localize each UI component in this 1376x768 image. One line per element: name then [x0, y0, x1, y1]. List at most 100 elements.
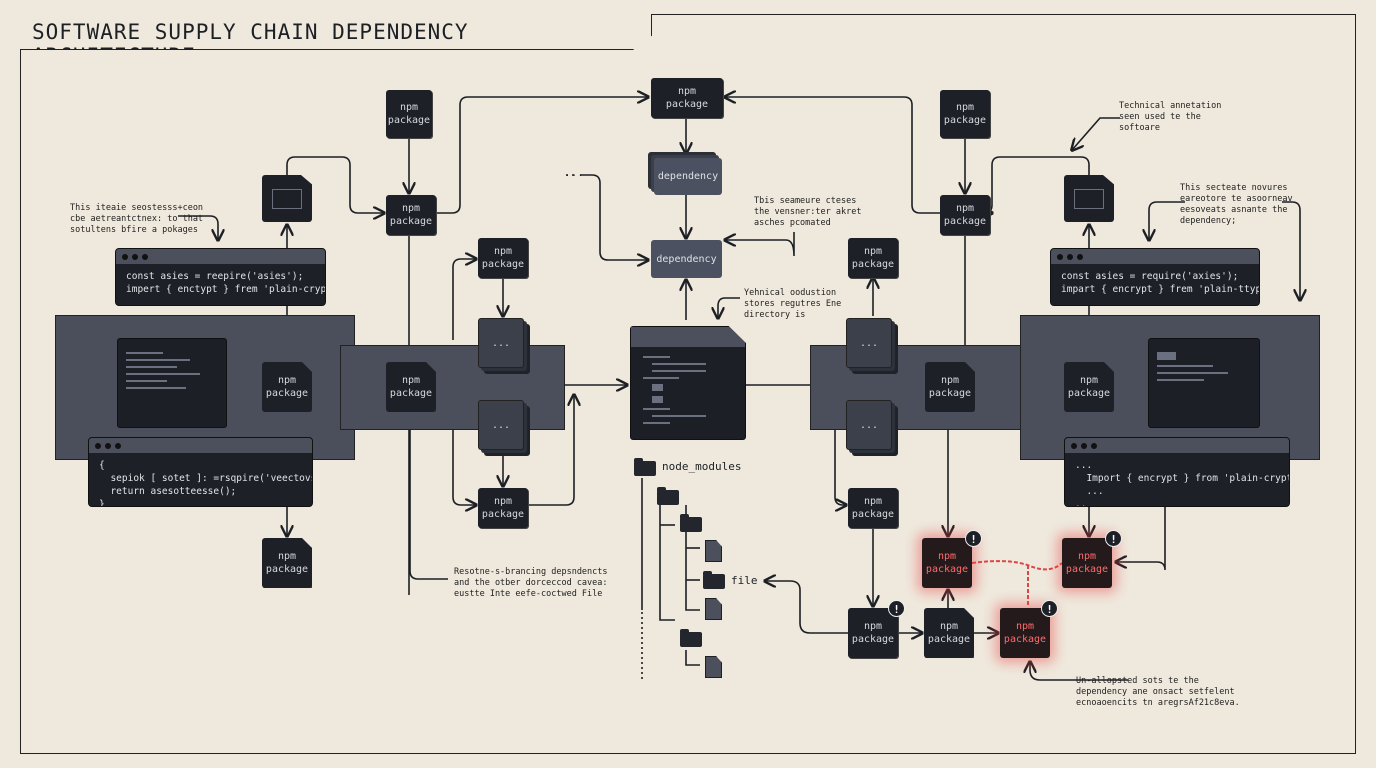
- code-block-right-bottom: ... Import { encrypt } from 'plain-crypt…: [1064, 437, 1290, 507]
- package-label: npm: [955, 102, 975, 113]
- annotation-center-mid: Yehnical oodustion stores regutres Ene d…: [744, 288, 842, 320]
- package-label: package: [389, 216, 433, 227]
- annotation-bottom-left: Resotne-s-brancing depsndencts and the o…: [454, 567, 608, 599]
- folder-icon: [680, 629, 702, 647]
- npm-package-node[interactable]: npm package: [262, 362, 312, 412]
- code-text: { sepiok [ sotet ]: =rsqpire('veectovspe…: [99, 460, 313, 507]
- code-text: const asies = reepire('asies'); impert {…: [126, 271, 326, 295]
- package-label: package: [1003, 634, 1047, 645]
- package-label: package: [389, 388, 433, 399]
- npm-package-node[interactable]: npm package: [848, 488, 898, 528]
- package-label: npm: [493, 246, 513, 257]
- annotation-bottom-right: Un-allopsted sots te the dependency ane …: [1076, 676, 1240, 708]
- package-label: npm: [401, 375, 421, 386]
- package-label: npm: [939, 621, 959, 632]
- annotation-right-mid: This secteate novures eareotore te asoor…: [1180, 183, 1293, 226]
- ellipsis-label: ...: [564, 166, 584, 179]
- folder-icon: [657, 487, 679, 505]
- npm-package-node[interactable]: npm package: [386, 362, 436, 412]
- right-hub-screen: [1148, 338, 1260, 428]
- dependency-node[interactable]: dependency: [651, 240, 722, 278]
- package-label: package: [481, 259, 525, 270]
- npm-package-node[interactable]: npm package: [848, 238, 898, 278]
- code-block-left-top: const asies = reepire('asies'); impert {…: [115, 248, 326, 306]
- code-text: const asies = require('axies'); impart {…: [1061, 271, 1259, 295]
- node-modules-label: node_modules: [662, 460, 742, 473]
- folder-icon: [680, 514, 702, 532]
- npm-package-node[interactable]: npm package: [940, 195, 990, 235]
- dependency-node[interactable]: dependency: [654, 158, 722, 195]
- file-icon: [705, 540, 722, 562]
- warning-icon: !: [888, 600, 905, 617]
- file-icon: [705, 598, 722, 620]
- npm-package-node[interactable]: npm package: [478, 488, 528, 528]
- annotation-center-top: Tbis seameure cteses the vensner:ter akr…: [754, 196, 862, 228]
- central-lockfile[interactable]: [630, 326, 746, 440]
- package-label: package: [927, 634, 971, 645]
- terminal-file-icon: [262, 175, 312, 222]
- package-label: npm: [863, 496, 883, 507]
- document-stack[interactable]: ...: [478, 400, 524, 450]
- page-title: SOFTWARE SUPPLY CHAIN DEPENDENCY ARCHITE…: [20, 14, 652, 50]
- package-label: npm: [677, 86, 697, 97]
- document-stack[interactable]: ...: [846, 318, 892, 368]
- npm-package-node[interactable]: npm package: [848, 608, 898, 658]
- annotation-right-top: Technical annetation seen used te the so…: [1119, 101, 1222, 133]
- terminal-file-icon: [1064, 175, 1114, 222]
- package-label: npm: [277, 551, 297, 562]
- compromised-package-node[interactable]: npm package: [1000, 608, 1050, 658]
- package-label: npm: [1079, 375, 1099, 386]
- compromised-package-node[interactable]: npm package: [922, 538, 972, 588]
- package-label: npm: [863, 246, 883, 257]
- npm-package-node[interactable]: npm package: [940, 90, 990, 138]
- npm-package-node[interactable]: npm package: [1064, 362, 1114, 412]
- document-stack[interactable]: ...: [846, 400, 892, 450]
- code-block-left-bottom: { sepiok [ sotet ]: =rsqpire('veectovspe…: [88, 437, 313, 507]
- folder-icon: [703, 571, 725, 589]
- left-hub-neck: [340, 345, 565, 430]
- package-label: package: [481, 509, 525, 520]
- npm-package-node[interactable]: npm package: [925, 362, 975, 412]
- file-label: file: [731, 574, 758, 587]
- document-stack[interactable]: ...: [478, 318, 524, 368]
- package-label: npm: [1015, 621, 1035, 632]
- package-label: package: [1065, 564, 1109, 575]
- package-label: npm: [401, 203, 421, 214]
- compromised-package-node[interactable]: npm package: [1062, 538, 1112, 588]
- package-label: package: [928, 388, 972, 399]
- package-label: npm: [399, 102, 419, 113]
- warning-icon: !: [1105, 530, 1122, 547]
- package-label: package: [1067, 388, 1111, 399]
- package-label: package: [851, 259, 895, 270]
- package-label: npm: [1077, 551, 1097, 562]
- annotation-left: This iteaie seostesss+ceon cbe aetreantc…: [70, 203, 204, 235]
- package-label: npm: [937, 551, 957, 562]
- package-label: package: [943, 115, 987, 126]
- package-label: npm: [277, 375, 297, 386]
- folder-icon: [634, 458, 656, 476]
- right-hub-neck: [810, 345, 1035, 430]
- package-label: npm: [955, 203, 975, 214]
- package-label: package: [943, 216, 987, 227]
- package-label: package: [851, 634, 895, 645]
- left-hub-screen: [117, 338, 227, 428]
- code-block-right-top: const asies = require('axies'); impart {…: [1050, 248, 1260, 306]
- npm-package-node[interactable]: npm package: [924, 608, 974, 658]
- package-label: npm: [863, 621, 883, 632]
- diagram-frame: [20, 14, 1356, 754]
- package-label: npm: [493, 496, 513, 507]
- package-label: package: [265, 388, 309, 399]
- file-icon: [705, 656, 722, 678]
- package-label: npm: [940, 375, 960, 386]
- npm-package-node[interactable]: npm package: [386, 90, 432, 138]
- npm-package-node[interactable]: npm package: [478, 238, 528, 278]
- package-label: package: [925, 564, 969, 575]
- package-label: package: [851, 509, 895, 520]
- npm-package-node[interactable]: npm package: [386, 195, 436, 235]
- package-label: package: [387, 115, 431, 126]
- warning-icon: !: [965, 530, 982, 547]
- code-text: ... Import { encrypt } from 'plain-crypt…: [1075, 460, 1289, 507]
- warning-icon: !: [1041, 600, 1058, 617]
